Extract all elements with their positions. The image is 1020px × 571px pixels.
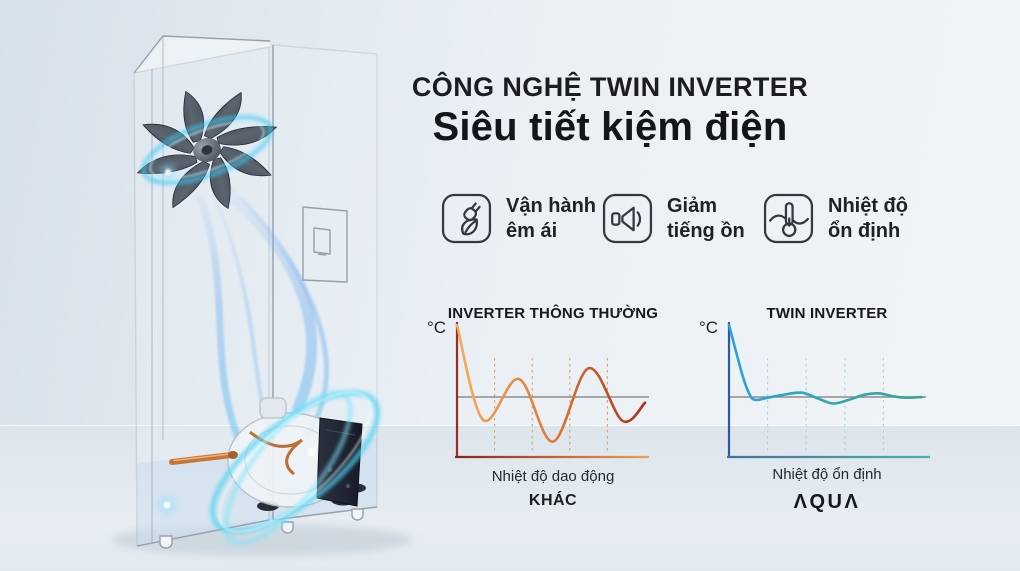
fan-glow-ring — [141, 115, 273, 185]
plug-leaf-icon — [441, 193, 492, 244]
brand-logo-aqua: ΛQUΛ — [793, 491, 861, 513]
compressor-unit — [159, 390, 380, 545]
feature-noise-reduction: Giảm tiếng ồn — [601, 192, 745, 245]
feature-quiet-operation: Vận hành êm ái — [440, 192, 596, 245]
chart-caption-standard: Nhiệt độ dao động — [491, 468, 615, 485]
airflow-swirl — [196, 186, 329, 442]
fridge-feet — [159, 508, 364, 549]
feature-label: Vận hành êm ái — [506, 194, 597, 242]
page-title: Siêu tiết kiệm điện — [432, 105, 788, 149]
chart-twin-inverter — [727, 322, 930, 459]
thermometer-icon — [763, 193, 814, 244]
y-unit-twin: °C — [699, 318, 719, 337]
y-unit-standard: °C — [427, 318, 447, 337]
chart-title-standard: INVERTER THÔNG THƯỜNG — [447, 305, 659, 322]
compressor-glow-rings — [159, 390, 380, 545]
chart-inverter-standard — [455, 322, 649, 459]
water-dispenser — [302, 206, 348, 283]
feature-label: Giảm tiếng ồn — [667, 194, 745, 242]
fridge-shadow — [112, 524, 412, 556]
fan-illustration — [137, 91, 277, 209]
chart-title-twin: TWIN INVERTER — [766, 305, 888, 322]
speaker-icon — [602, 193, 653, 244]
feature-label: Nhiệt độ ổn định — [828, 194, 908, 242]
brand-label-other: KHÁC — [528, 492, 578, 509]
page-kicker: CÔNG NGHỆ TWIN INVERTER — [411, 72, 809, 102]
chart-caption-twin: Nhiệt độ ổn định — [772, 466, 882, 483]
feature-stable-temperature: Nhiệt độ ổn định — [762, 192, 908, 245]
